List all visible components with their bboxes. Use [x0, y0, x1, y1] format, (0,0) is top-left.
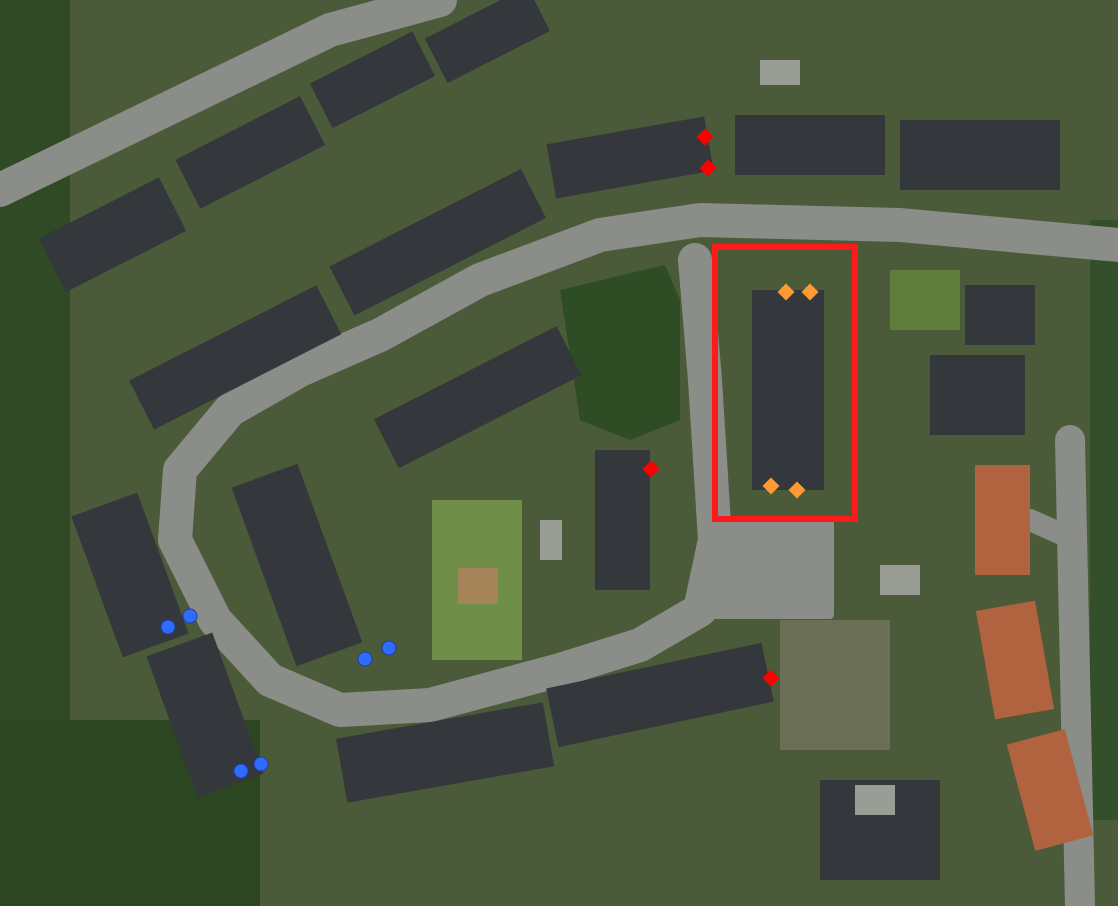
markers-layer	[160, 128, 819, 779]
building-highlighted	[752, 290, 824, 490]
building-center	[595, 450, 650, 590]
orange-diamond-marker[interactable]	[762, 477, 780, 495]
building-east-small2	[930, 355, 1025, 435]
park-green-center	[560, 265, 680, 440]
red-diamond-marker[interactable]	[642, 460, 660, 478]
building-row-nw4	[424, 0, 551, 84]
highlight-frame	[712, 244, 858, 522]
red-diamond-marker[interactable]	[762, 669, 780, 687]
red-roof-east2	[975, 600, 1055, 720]
buildings-dark	[38, 0, 1060, 880]
blue-circle-marker[interactable]	[160, 619, 176, 635]
buildings-red-roof	[975, 465, 1094, 851]
building-row-sw-upper	[71, 492, 189, 658]
road-parking-east	[711, 516, 834, 619]
garden-northeast	[890, 270, 960, 330]
building-row-nw2	[175, 96, 326, 209]
red-roof-east1	[975, 465, 1030, 575]
orange-diamond-marker[interactable]	[777, 283, 795, 301]
small-structures	[540, 60, 920, 815]
blue-circle-marker[interactable]	[233, 763, 249, 779]
building-row-mid2	[373, 326, 582, 469]
building-row-sw-lower	[146, 632, 264, 798]
shed-3	[760, 60, 800, 85]
building-row-south1	[546, 642, 774, 748]
orange-diamond-marker[interactable]	[788, 481, 806, 499]
building-row-north1	[546, 116, 714, 199]
playground-sand	[458, 568, 498, 604]
building-row-diag	[231, 463, 363, 667]
road-east-connector	[1019, 509, 1086, 551]
building-row-mid1	[329, 168, 546, 316]
allotment-gardens	[780, 620, 890, 750]
road-northwest-diagonal	[0, 0, 457, 207]
shed-1	[540, 520, 562, 560]
building-row-west1	[129, 285, 342, 430]
blue-circle-marker[interactable]	[253, 756, 269, 772]
forest-east-strip	[1090, 220, 1118, 820]
blue-circle-marker[interactable]	[357, 651, 373, 667]
building-row-nw1	[38, 177, 187, 293]
building-row-north3	[900, 120, 1060, 190]
blue-circle-marker[interactable]	[381, 640, 397, 656]
building-row-north2	[735, 115, 885, 175]
red-diamond-marker[interactable]	[696, 128, 714, 146]
building-row-nw3	[309, 31, 436, 129]
orange-diamond-marker[interactable]	[801, 283, 819, 301]
blue-circle-marker[interactable]	[182, 608, 198, 624]
building-row-south2	[336, 702, 555, 803]
shed-2	[855, 785, 895, 815]
red-roof-east3	[1006, 729, 1094, 851]
road-main-loop	[158, 203, 1118, 727]
building-east-small1	[965, 285, 1035, 345]
red-diamond-marker[interactable]	[699, 159, 717, 177]
shed-4	[880, 565, 920, 595]
